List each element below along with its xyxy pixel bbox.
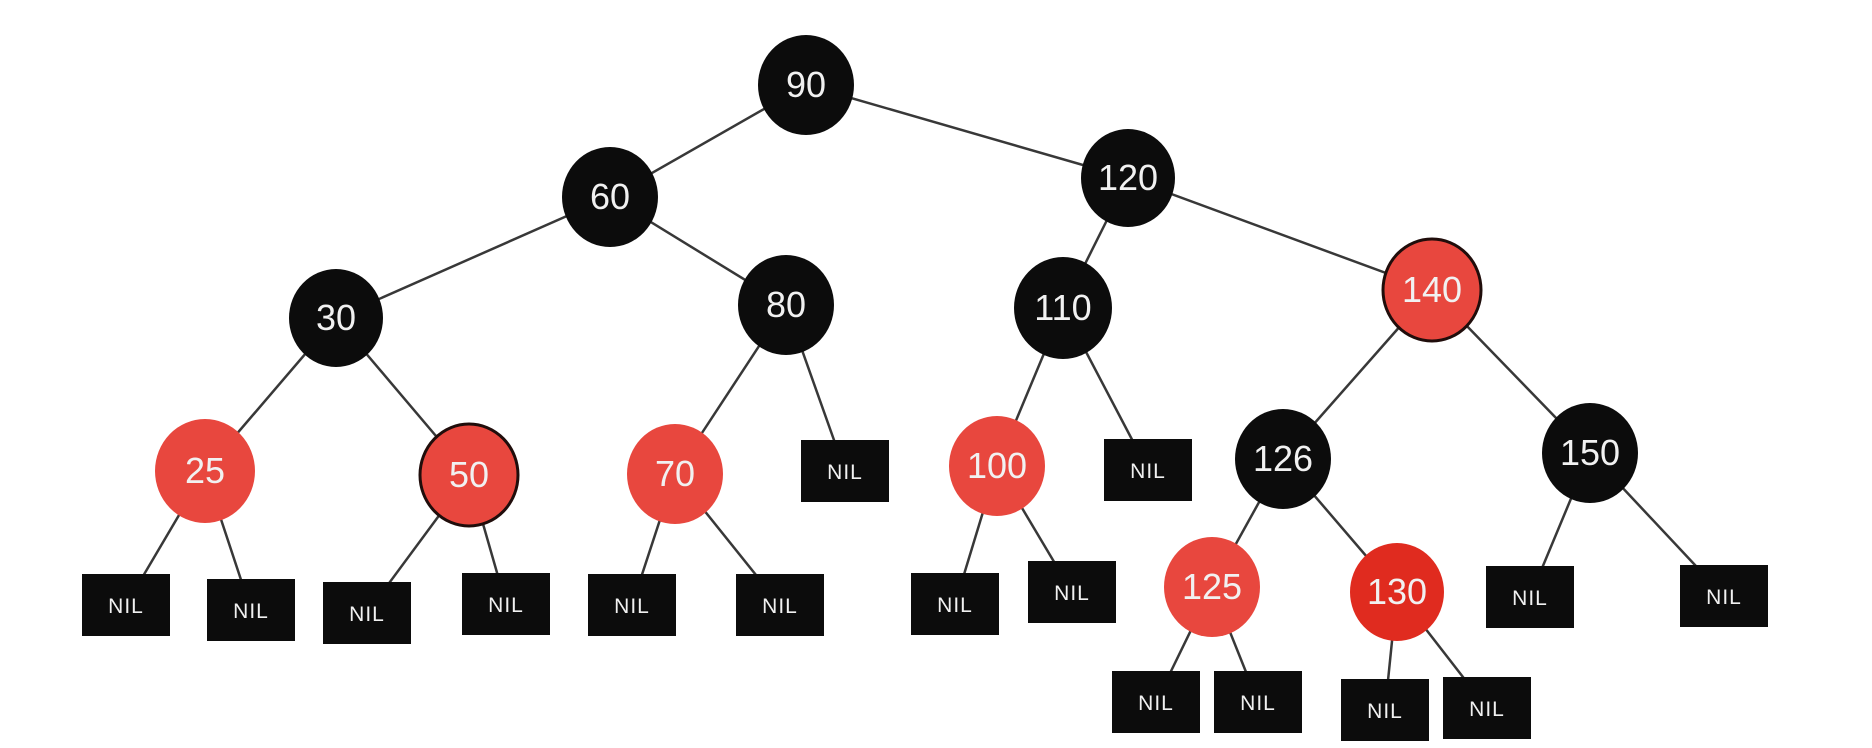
nil-box-shape xyxy=(207,579,295,641)
tree-edge-90-120 xyxy=(805,83,1129,180)
tree-node-130: 130 xyxy=(1350,543,1444,641)
node-label-150: 150 xyxy=(1560,432,1620,473)
node-label-140: 140 xyxy=(1402,269,1462,310)
black-node-shape xyxy=(738,255,834,355)
nil-leaf-nil-130-r: NIL xyxy=(1443,677,1531,739)
tree-node-90: 90 xyxy=(758,35,854,135)
red-node-shape xyxy=(949,416,1045,516)
nil-box-shape xyxy=(462,573,550,635)
node-label-80: 80 xyxy=(766,284,806,325)
node-label-30: 30 xyxy=(316,297,356,338)
node-label-nil-70-r: NIL xyxy=(762,595,798,618)
node-label-100: 100 xyxy=(967,445,1027,486)
black-node-shape xyxy=(1014,257,1112,359)
black-node-shape xyxy=(1542,403,1638,503)
nil-box-shape xyxy=(323,582,411,644)
tree-edge-60-30 xyxy=(335,195,611,320)
node-label-126: 126 xyxy=(1253,438,1313,479)
node-label-nil-50-r: NIL xyxy=(488,594,524,617)
node-label-125: 125 xyxy=(1182,566,1242,607)
nil-leaf-nil-125-r: NIL xyxy=(1214,671,1302,733)
nil-box-shape xyxy=(1486,566,1574,628)
black-node-shape xyxy=(758,35,854,135)
black-node-shape xyxy=(1081,129,1175,227)
nil-leaf-nil-125-l: NIL xyxy=(1112,671,1200,733)
black-node-shape xyxy=(289,269,383,367)
tree-edge-120-140 xyxy=(1127,176,1433,292)
nil-box-shape xyxy=(1112,671,1200,733)
nil-box-shape xyxy=(1214,671,1302,733)
node-label-nil-25-l: NIL xyxy=(108,595,144,618)
node-label-nil-130-l: NIL xyxy=(1367,700,1403,723)
node-label-120: 120 xyxy=(1098,157,1158,198)
nil-leaf-nil-50-r: NIL xyxy=(462,573,550,635)
nil-box-shape xyxy=(1443,677,1531,739)
tree-node-100: 100 xyxy=(949,416,1045,516)
nil-box-shape xyxy=(1680,565,1768,627)
node-label-nil-80-r: NIL xyxy=(827,461,863,484)
node-label-nil-100-l: NIL xyxy=(937,594,973,617)
tree-node-25: 25 xyxy=(155,419,255,523)
node-label-nil-130-r: NIL xyxy=(1469,698,1505,721)
tree-node-30: 30 xyxy=(289,269,383,367)
tree-node-70: 70 xyxy=(627,424,723,524)
nil-box-shape xyxy=(1341,679,1429,741)
node-label-60: 60 xyxy=(590,176,630,217)
nil-leaf-nil-110-r: NIL xyxy=(1104,439,1192,501)
node-label-nil-110-r: NIL xyxy=(1130,460,1166,483)
nil-leaf-nil-70-r: NIL xyxy=(736,574,824,636)
nil-leaf-nil-130-l: NIL xyxy=(1341,679,1429,741)
black-node-shape xyxy=(562,147,658,247)
tree-node-50: 50 xyxy=(418,422,520,528)
tree-node-150: 150 xyxy=(1542,403,1638,503)
node-label-nil-150-l: NIL xyxy=(1512,587,1548,610)
nil-box-shape xyxy=(736,574,824,636)
nil-leaf-nil-25-l: NIL xyxy=(82,574,170,636)
node-label-nil-125-r: NIL xyxy=(1240,692,1276,715)
nil-leaf-nil-150-l: NIL xyxy=(1486,566,1574,628)
node-label-nil-50-l: NIL xyxy=(349,603,385,626)
nil-box-shape xyxy=(801,440,889,502)
tree-node-125: 125 xyxy=(1164,537,1260,637)
node-label-50: 50 xyxy=(449,454,489,495)
tree-node-110: 110 xyxy=(1014,257,1112,359)
nil-leaf-nil-80-r: NIL xyxy=(801,440,889,502)
red-node-shape xyxy=(1164,537,1260,637)
nil-box-shape xyxy=(1028,561,1116,623)
node-label-90: 90 xyxy=(786,64,826,105)
node-label-nil-150-r: NIL xyxy=(1706,586,1742,609)
nil-leaf-nil-25-r: NIL xyxy=(207,579,295,641)
node-label-nil-25-r: NIL xyxy=(233,600,269,623)
black-node-shape xyxy=(1235,409,1331,509)
node-label-25: 25 xyxy=(185,450,225,491)
red-node-shape xyxy=(155,419,255,523)
tree-node-80: 80 xyxy=(738,255,834,355)
nil-leaf-nil-50-l: NIL xyxy=(323,582,411,644)
nil-leaf-nil-70-l: NIL xyxy=(588,574,676,636)
red-node-shape xyxy=(627,424,723,524)
red-node-shape xyxy=(1350,543,1444,641)
red-node-shape xyxy=(1381,237,1483,343)
node-label-110: 110 xyxy=(1034,287,1091,328)
tree-node-60: 60 xyxy=(562,147,658,247)
tree-node-126: 126 xyxy=(1235,409,1331,509)
red-node-shape xyxy=(418,422,520,528)
tree-node-140: 140 xyxy=(1381,237,1483,343)
nil-box-shape xyxy=(911,573,999,635)
node-label-nil-125-l: NIL xyxy=(1138,692,1174,715)
tree-node-120: 120 xyxy=(1081,129,1175,227)
nil-leaf-nil-100-r: NIL xyxy=(1028,561,1116,623)
nil-box-shape xyxy=(1104,439,1192,501)
nil-leaf-nil-150-r: NIL xyxy=(1680,565,1768,627)
node-label-70: 70 xyxy=(655,453,695,494)
nil-box-shape xyxy=(588,574,676,636)
nil-box-shape xyxy=(82,574,170,636)
nil-leaf-nil-100-l: NIL xyxy=(911,573,999,635)
node-label-nil-70-l: NIL xyxy=(614,595,650,618)
node-label-nil-100-r: NIL xyxy=(1054,582,1090,605)
node-label-130: 130 xyxy=(1367,571,1427,612)
